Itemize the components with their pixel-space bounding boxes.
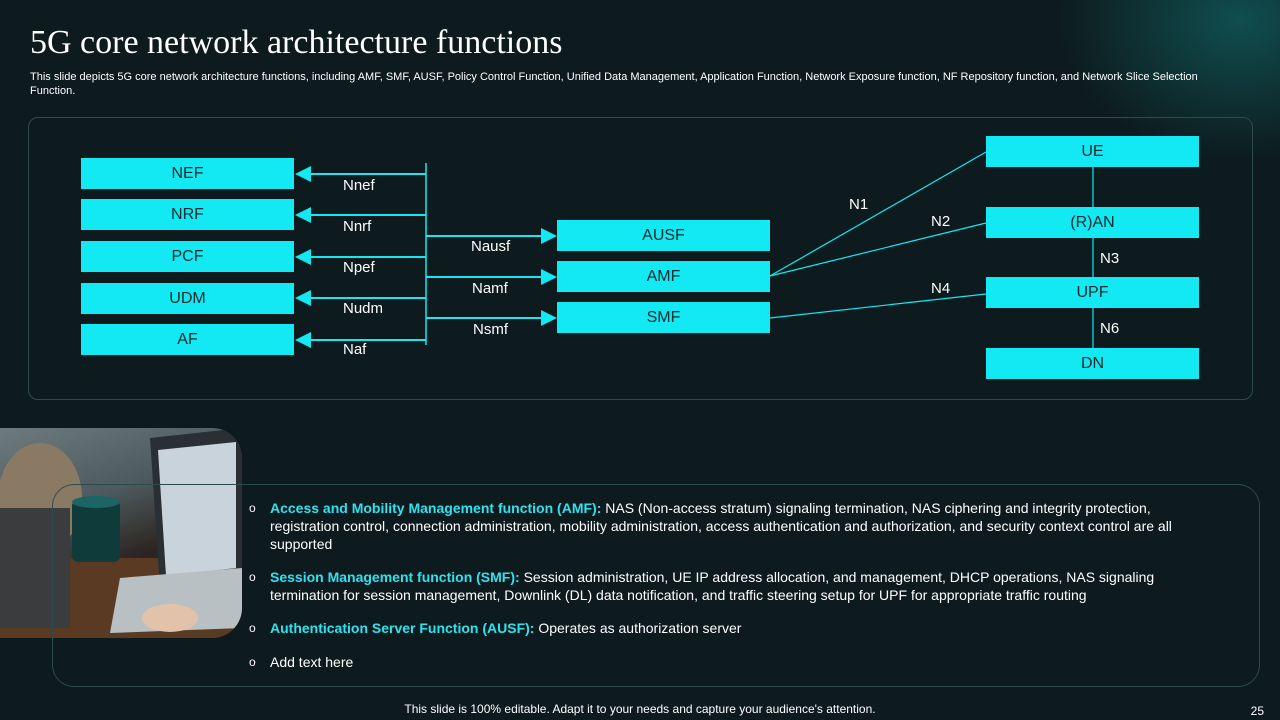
label-n1: N1	[849, 196, 869, 213]
label-n4: N4	[931, 280, 951, 297]
slide-title: 5G core network architecture functions	[30, 24, 563, 61]
label-nnrf: Nnrf	[343, 218, 372, 235]
label-nausf: Nausf	[471, 238, 511, 255]
bullet-marker: o	[249, 501, 256, 515]
box-pcf: PCF	[81, 241, 294, 272]
page-number: 25	[1250, 704, 1264, 718]
bullet-add-text[interactable]: o Add text here	[249, 653, 1179, 671]
bullet-term: Access and Mobility Management function …	[270, 500, 606, 516]
footer-note: This slide is 100% editable. Adapt it to…	[404, 702, 876, 716]
box-ue: UE	[986, 136, 1199, 167]
box-af: AF	[81, 324, 294, 355]
laptop-user-illustration	[0, 428, 242, 638]
label-n3: N3	[1100, 250, 1120, 267]
bullet-amf: o Access and Mobility Management functio…	[249, 499, 1179, 553]
label-nudm: Nudm	[343, 300, 384, 317]
slide-subtitle: This slide depicts 5G core network archi…	[30, 71, 1198, 97]
description-panel	[52, 484, 1260, 687]
bullet-term: Session Management function (SMF):	[270, 569, 524, 585]
bullet-text: Session administration, UE IP address al…	[270, 569, 1155, 603]
diagram-panel	[28, 117, 1253, 400]
bullet-ausf: o Authentication Server Function (AUSF):…	[249, 619, 1179, 637]
link-n4	[769, 293, 987, 319]
bullet-smf: o Session Management function (SMF): Ses…	[249, 568, 1179, 604]
laptop-user-photo	[0, 428, 242, 638]
label-nnef: Nnef	[343, 177, 375, 194]
box-nef: NEF	[81, 158, 294, 189]
box-ausf: AUSF	[557, 220, 770, 251]
bullet-term: Authentication Server Function (AUSF):	[270, 620, 539, 636]
box-upf: UPF	[986, 277, 1199, 308]
bullet-text[interactable]: Add text here	[270, 654, 354, 670]
box-ran: (R)AN	[986, 207, 1199, 238]
label-n2: N2	[931, 213, 951, 230]
bullet-marker: o	[249, 655, 256, 669]
label-nsmf: Nsmf	[473, 321, 508, 338]
label-naf: Naf	[343, 341, 367, 358]
box-nrf: NRF	[81, 199, 294, 230]
bullet-marker: o	[249, 570, 256, 584]
label-namf: Namf	[472, 280, 508, 297]
link-n1	[769, 151, 987, 277]
box-dn: DN	[986, 348, 1199, 379]
bullet-marker: o	[249, 621, 256, 635]
box-udm: UDM	[81, 283, 294, 314]
box-smf: SMF	[557, 302, 770, 333]
bullet-text: Operates as authorization server	[538, 620, 742, 636]
label-npef: Npef	[343, 259, 375, 276]
box-amf: AMF	[557, 261, 770, 292]
bullet-text: NAS (Non-access stratum) signaling termi…	[270, 500, 1172, 552]
label-n6: N6	[1100, 320, 1120, 337]
link-n2	[769, 222, 987, 277]
